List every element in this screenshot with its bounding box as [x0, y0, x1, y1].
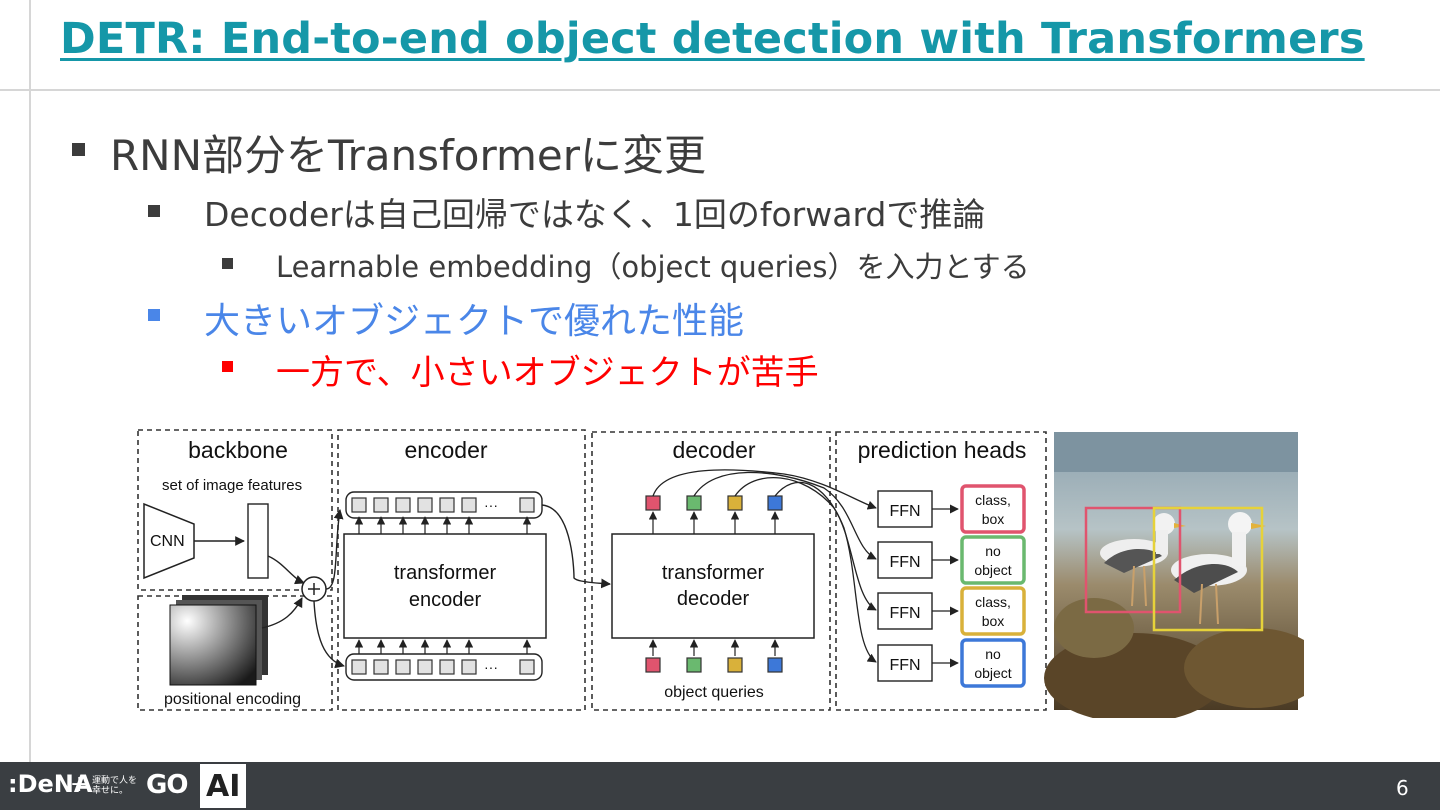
detection-box-yellow — [1152, 506, 1264, 632]
bullet-marker — [222, 361, 233, 372]
output-box-1 — [960, 484, 1026, 534]
page-number: 6 — [1396, 776, 1409, 800]
decoder-to-ffn-arrows — [652, 469, 877, 663]
encoder-frame — [337, 429, 586, 711]
encoder-to-decoder-arrow — [541, 504, 611, 589]
image-features-label: set of image features — [162, 477, 302, 494]
bullet-marker — [222, 258, 233, 269]
bullet-text: 一方で、小さいオブジェクトが苦手 — [276, 353, 819, 393]
output-2-line1: no — [985, 543, 1001, 559]
transformer-decoder-block — [611, 533, 815, 639]
detr-architecture-diagram: backbone encoder decoder prediction head… — [137, 429, 1304, 718]
backbone-frame — [137, 429, 333, 591]
output-box-4 — [960, 638, 1026, 688]
logo-plus: + — [70, 772, 89, 797]
seagull-left — [1100, 513, 1186, 607]
encoder-block-line2: encoder — [409, 589, 482, 611]
seagull-right — [1171, 512, 1266, 625]
positional-encoding-label: positional encoding — [164, 691, 301, 708]
bullet-marker — [72, 143, 85, 156]
add-to-encoder-bottom-arrow — [313, 600, 345, 669]
bullet-text: Learnable embedding（object queries）を入力とす… — [276, 250, 1030, 284]
decoder-block-line1: transformer — [662, 562, 765, 584]
object-queries-label: object queries — [664, 684, 764, 701]
feature-map — [247, 503, 269, 579]
title-divider — [0, 89, 1440, 91]
features-to-add-arrow — [267, 555, 305, 585]
encoder-output-tokens — [351, 497, 535, 513]
ffn-boxes — [877, 490, 933, 682]
detection-box-red — [1084, 506, 1182, 614]
positional-frame — [137, 595, 333, 711]
bullet-marker — [148, 205, 160, 217]
ai-badge-label: AI — [206, 769, 241, 804]
ffn-to-output-arrows — [932, 504, 959, 668]
cnn-label: CNN — [150, 533, 185, 550]
vertical-divider — [29, 0, 31, 762]
ffn-label-2: FFN — [889, 554, 920, 571]
go-logo: GO — [146, 770, 188, 800]
cnn-trapezoid — [143, 502, 195, 580]
output-box-3 — [960, 586, 1026, 636]
encoder-top-ellipsis: ··· — [484, 497, 498, 513]
ffn-label-3: FFN — [889, 605, 920, 622]
output-1-line2: box — [982, 511, 1005, 527]
output-box-2 — [960, 535, 1026, 585]
dena-logo: :DeNA — [8, 770, 93, 798]
ffn-label-4: FFN — [889, 657, 920, 674]
slide-title: DETR: End-to-end object detection with T… — [60, 14, 1365, 64]
detection-photo — [1044, 432, 1304, 718]
output-4-line2: object — [974, 665, 1011, 681]
decoder-output-tokens — [645, 495, 783, 511]
decoder-title: decoder — [672, 437, 755, 463]
output-4-line1: no — [985, 646, 1001, 662]
pos-to-add-arrow — [261, 597, 303, 629]
encoder-input-tokens — [351, 659, 535, 675]
slogan-logo: 運動で人を幸せに。 — [92, 776, 138, 796]
encoder-bottom-ellipsis: ··· — [484, 659, 498, 675]
object-query-tokens — [645, 657, 783, 673]
ai-badge-box — [200, 764, 246, 808]
section-frames — [137, 429, 1047, 711]
bullet-text: Decoderは自己回帰ではなく、1回のforwardで推論 — [204, 195, 986, 234]
heads-frame — [835, 431, 1047, 711]
output-2-line2: object — [974, 562, 1011, 578]
bullet-marker — [148, 309, 160, 321]
decoder-up-arrows — [648, 511, 780, 656]
encoder-title: encoder — [404, 437, 487, 463]
heads-title: prediction heads — [858, 437, 1027, 463]
ffn-label-1: FFN — [889, 503, 920, 520]
backbone-title: backbone — [188, 437, 288, 463]
output-3-line1: class, — [975, 594, 1011, 610]
decoder-block-line2: decoder — [677, 588, 750, 610]
add-to-encoder-top-arrow — [325, 509, 344, 590]
bullet-text: 大きいオブジェクトで優れた性能 — [204, 301, 745, 342]
decoder-frame — [591, 431, 831, 711]
output-1-line1: class, — [975, 492, 1011, 508]
bullet-text: RNN部分をTransformerに変更 — [110, 131, 707, 180]
output-3-line2: box — [982, 613, 1005, 629]
pos-stack-front — [169, 604, 257, 686]
encoder-block-line1: transformer — [394, 562, 497, 584]
transformer-encoder-block — [343, 533, 547, 639]
